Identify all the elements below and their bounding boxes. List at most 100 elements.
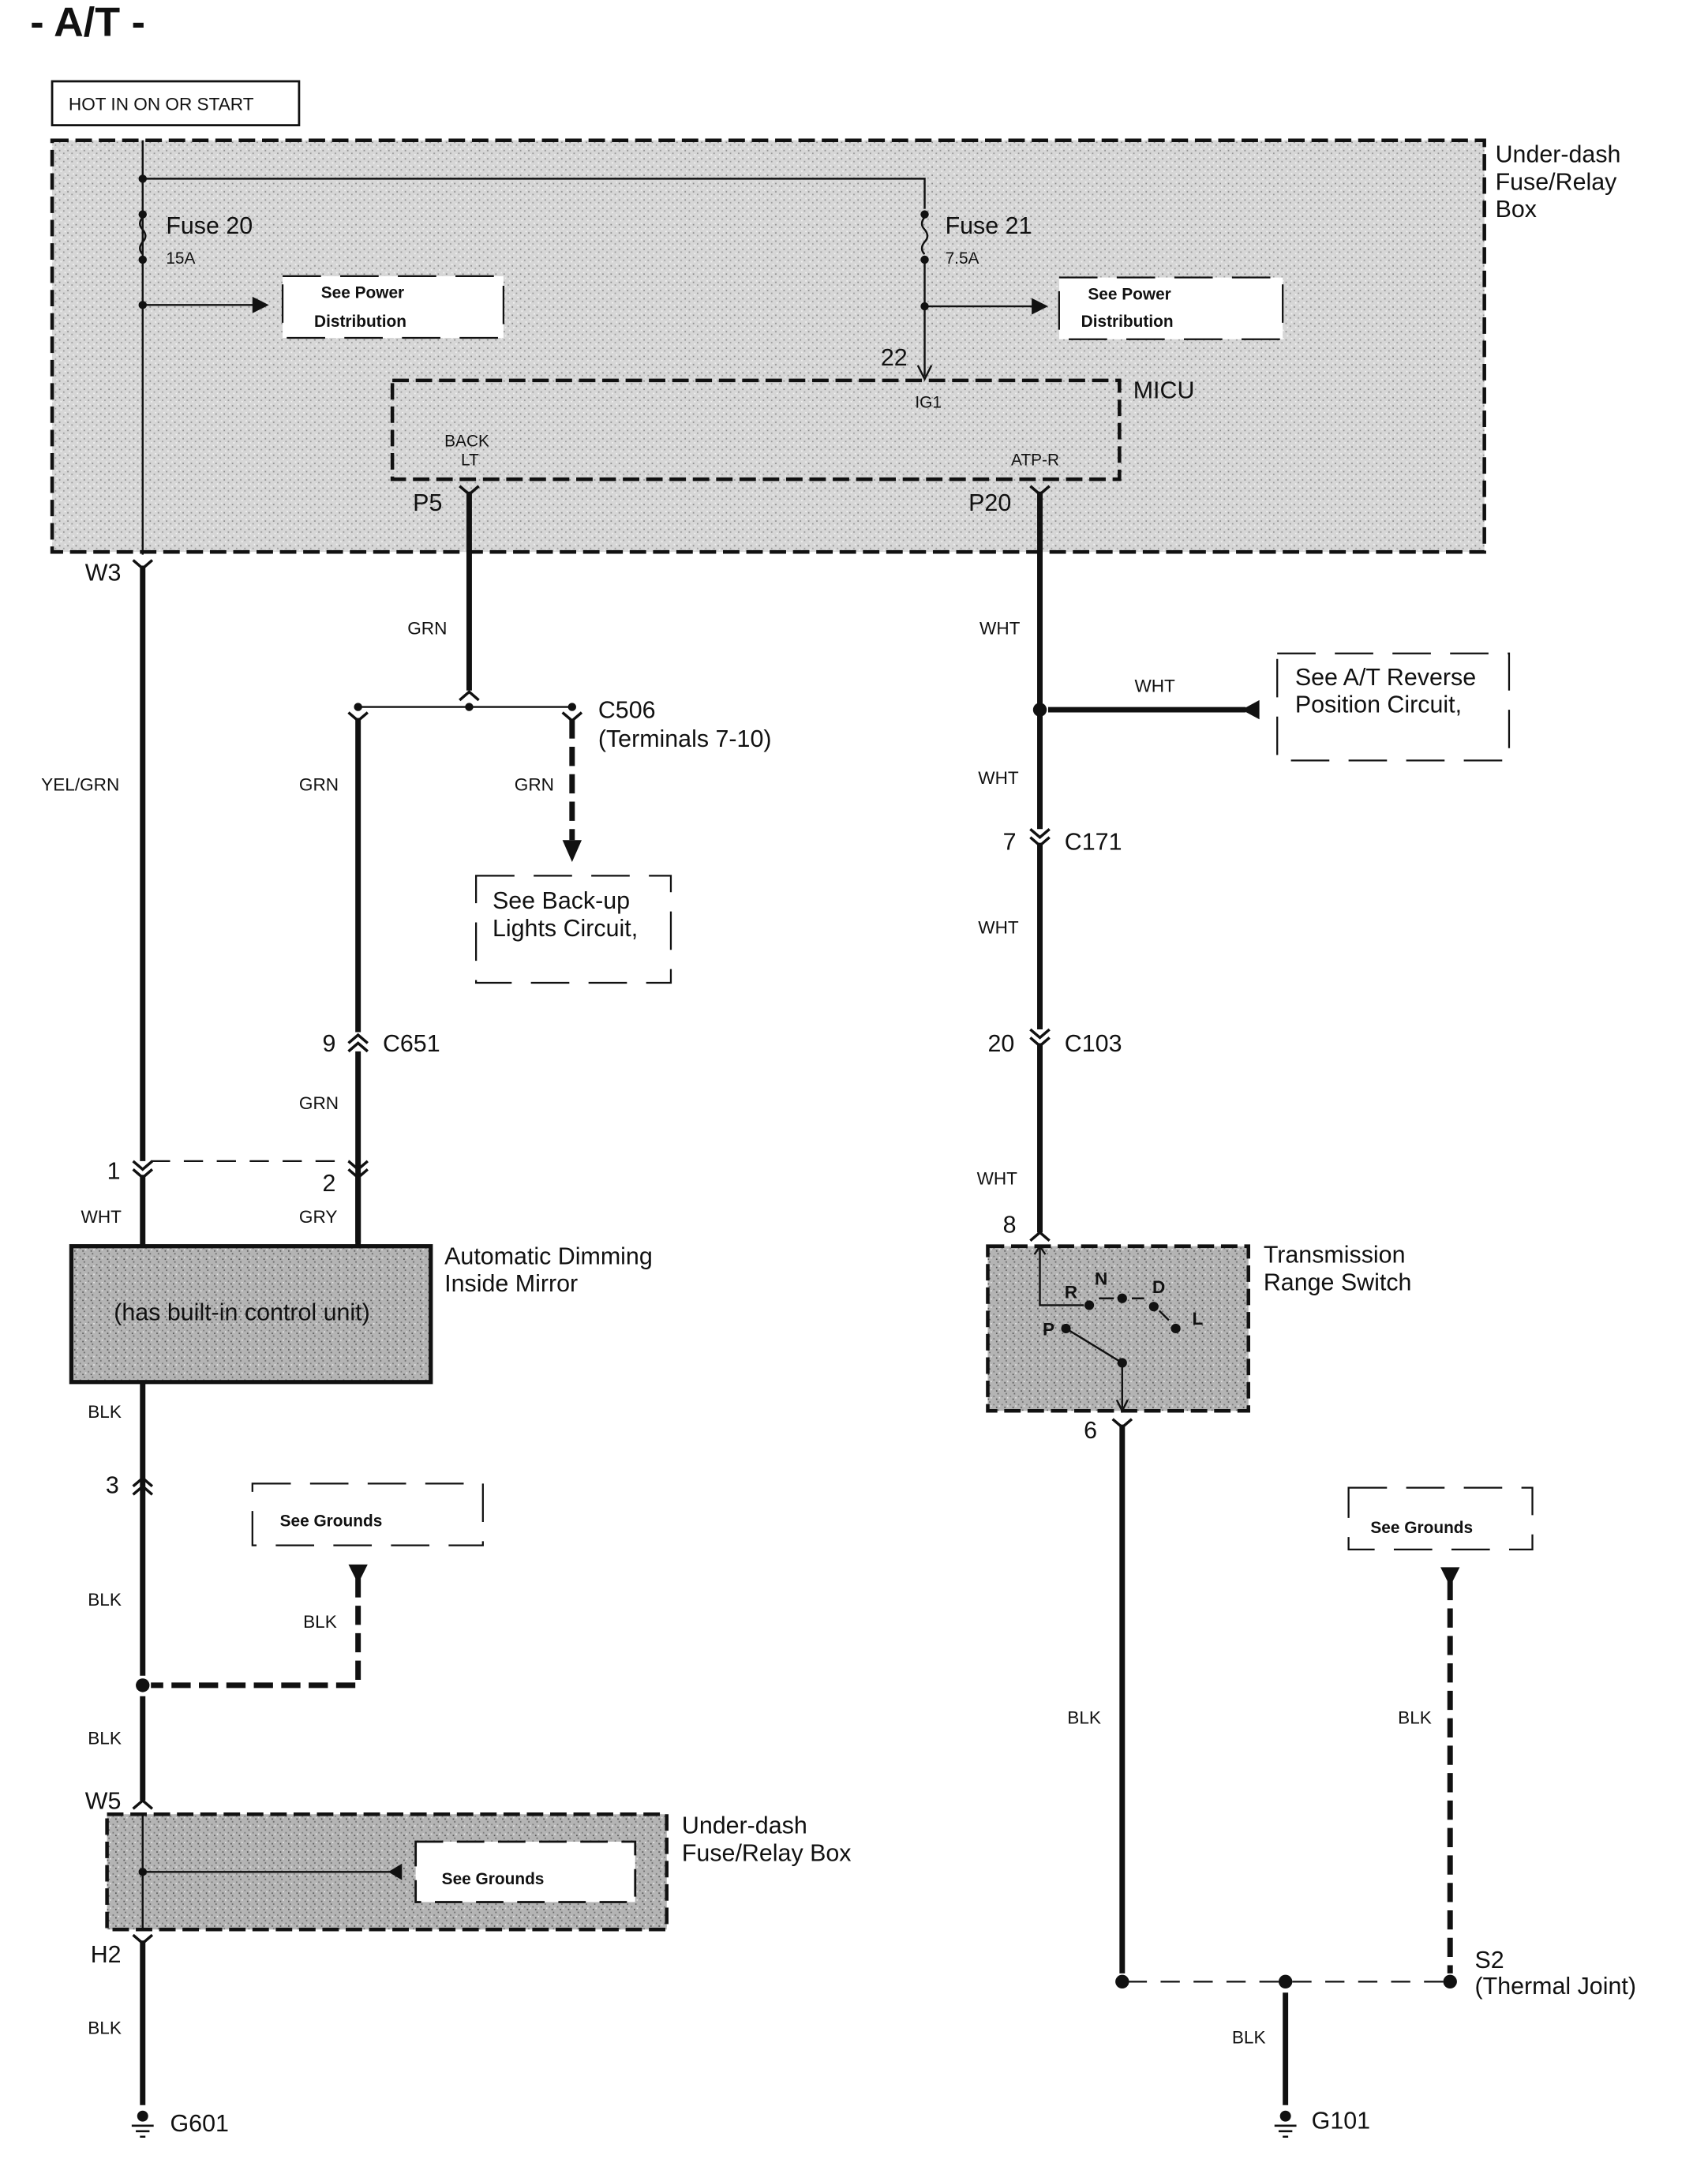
grounds-ref-right[interactable] [1347, 1486, 1534, 1550]
fuse-box-bottom-label-2: Fuse/Relay Box [682, 1839, 852, 1866]
trs-out-arrow-icon [1115, 1399, 1129, 1413]
splice-s2-label: S2 [1475, 1947, 1504, 1973]
mirror-pin2: 2 [322, 1170, 335, 1197]
micu-pin-atpr: ATP-R [1011, 452, 1059, 470]
arrow-down-icon [1440, 1567, 1460, 1587]
micu-terminal-22: 22 [881, 344, 908, 371]
mirror-inner-text: (has built-in control unit) [114, 1299, 369, 1326]
wire-color-grn-lower: GRN [299, 1093, 339, 1113]
bus-junction-dot [138, 174, 147, 183]
c651-pin: 9 [322, 1030, 335, 1057]
fuse-box-label-1: Under-dash [1496, 141, 1621, 168]
connector-c103-label: C103 [1065, 1030, 1122, 1057]
power-distribution-ref-2[interactable] [1058, 276, 1284, 340]
ref-text: Lights Circuit, [493, 915, 638, 942]
connector-pin3-icon [132, 1476, 154, 1496]
connector-h2-label: H2 [91, 1941, 122, 1968]
arrow-right-icon [1032, 298, 1048, 315]
trs-contact-d [1148, 1302, 1159, 1312]
ref-text: See Power [1088, 285, 1171, 303]
connector-p5-label: P5 [413, 489, 442, 516]
wire-color-blk-h2: BLK [88, 2018, 122, 2037]
wire-color-wht-branch: WHT [1134, 676, 1175, 695]
s2-dot-left [1115, 1974, 1129, 1989]
fuse-21: Fuse 21 7.5A See Power Distribution 22 [881, 210, 1284, 381]
trs-arrow-icon [1033, 1244, 1047, 1255]
ref-text: Distribution [1081, 313, 1174, 331]
mirror-label-2: Inside Mirror [444, 1270, 578, 1297]
wire-color-wht-a: WHT [978, 768, 1019, 788]
backup-lights-ref[interactable] [475, 875, 672, 984]
connector-c171-label: C171 [1065, 828, 1122, 855]
grounds-ref-box[interactable] [414, 1840, 637, 1903]
connector-w3-label: W3 [85, 560, 122, 587]
fuse-box-frame [50, 138, 1486, 554]
micu-pin-backlt-2: LT [461, 452, 479, 470]
ground-icon [1274, 2110, 1297, 2138]
s2-dot-right [1443, 1974, 1457, 1989]
wire-color-blk-ref: BLK [303, 1612, 337, 1632]
splice-s2-note: (Thermal Joint) [1475, 1973, 1636, 2000]
fuse20-top-dot [138, 210, 147, 219]
wire-color-wht-c: WHT [977, 1168, 1018, 1188]
ref-text: See A/T Reverse [1295, 664, 1476, 691]
connector-c506-in-icon [459, 690, 480, 702]
connector-c506-note: (Terminals 7-10) [598, 725, 772, 752]
transmission-range-switch[interactable]: R N D P L Transmission Range Switch [986, 1242, 1411, 1413]
at-reverse-ref[interactable] [1276, 652, 1511, 762]
arrow-right-icon [252, 296, 269, 313]
trs-pin6: 6 [1084, 1417, 1097, 1444]
c506-dot-mid [465, 703, 474, 711]
ground-g601-label: G601 [170, 2110, 229, 2137]
wire-color-blk: BLK [88, 1402, 122, 1422]
trs-pos-d: D [1152, 1277, 1165, 1297]
trs-input-wire [1039, 1246, 1084, 1306]
fuse20-rating: 15A [166, 249, 195, 268]
ref-text: See Back-up [493, 887, 630, 914]
ref-text: See Grounds [280, 1512, 383, 1530]
power-distribution-ref-1[interactable] [281, 275, 505, 339]
micu-pin-ig1: IG1 [915, 394, 942, 412]
wire-color-blk-trs: BLK [1067, 1708, 1101, 1728]
fuse-icon [139, 216, 147, 255]
blk-wire-ground-ref[interactable] [151, 1578, 361, 1689]
trs-pivot [1117, 1358, 1127, 1368]
fuse-box-bottom-label-1: Under-dash [682, 1812, 807, 1839]
wire-color-wht-p20: WHT [979, 618, 1021, 638]
splice-dot-left [136, 1678, 150, 1692]
trs-pin8: 8 [1003, 1211, 1017, 1238]
ref-text: See Power [321, 284, 404, 302]
connector-p20-label: P20 [968, 489, 1011, 516]
fuse20-bottom-dot [138, 255, 147, 264]
ref-text: See Grounds [1370, 1519, 1473, 1537]
micu-module: MICU IG1 BACK LT ATP-R [390, 377, 1194, 482]
c103-pin: 20 [987, 1030, 1014, 1057]
connector-c651-label: C651 [383, 1030, 440, 1057]
arrow-down-icon [348, 1564, 368, 1584]
c171-pin: 7 [1003, 828, 1017, 855]
wire-color-gry: GRY [299, 1207, 338, 1227]
trs-pos-p: P [1043, 1320, 1054, 1340]
ref-text: Position Circuit, [1295, 692, 1462, 718]
trs-pos-l: L [1192, 1309, 1203, 1329]
underdash-fuse-relay-box-top: Under-dash Fuse/Relay Box Fuse 20 15A Se… [50, 138, 1621, 555]
s2-dot-mid [1278, 1974, 1293, 1989]
c506-dot-right [567, 703, 577, 711]
micu-pin-backlt-1: BACK [444, 432, 489, 450]
ref-text: See Grounds [442, 1870, 545, 1888]
grounds-ref-left[interactable] [251, 1482, 484, 1546]
mirror-pin1: 1 [107, 1158, 121, 1185]
wire-color-grn: GRN [407, 618, 447, 638]
c506-dot-left [354, 703, 362, 711]
wire-color-grn-right: GRN [515, 775, 554, 795]
ground-icon [131, 2110, 154, 2138]
fuse21-top-dot [920, 210, 929, 219]
wire-color-blk-a: BLK [88, 1590, 122, 1610]
automatic-dimming-mirror[interactable]: (has built-in control unit) Automatic Di… [69, 1243, 653, 1385]
fuse-20: Fuse 20 15A See Power Distribution [138, 210, 505, 339]
trs-contact-n [1117, 1293, 1127, 1303]
wire-color-blk-s2: BLK [1398, 1708, 1432, 1728]
fuse20-name: Fuse 20 [166, 212, 253, 239]
page-title: - A/T - [30, 0, 145, 46]
